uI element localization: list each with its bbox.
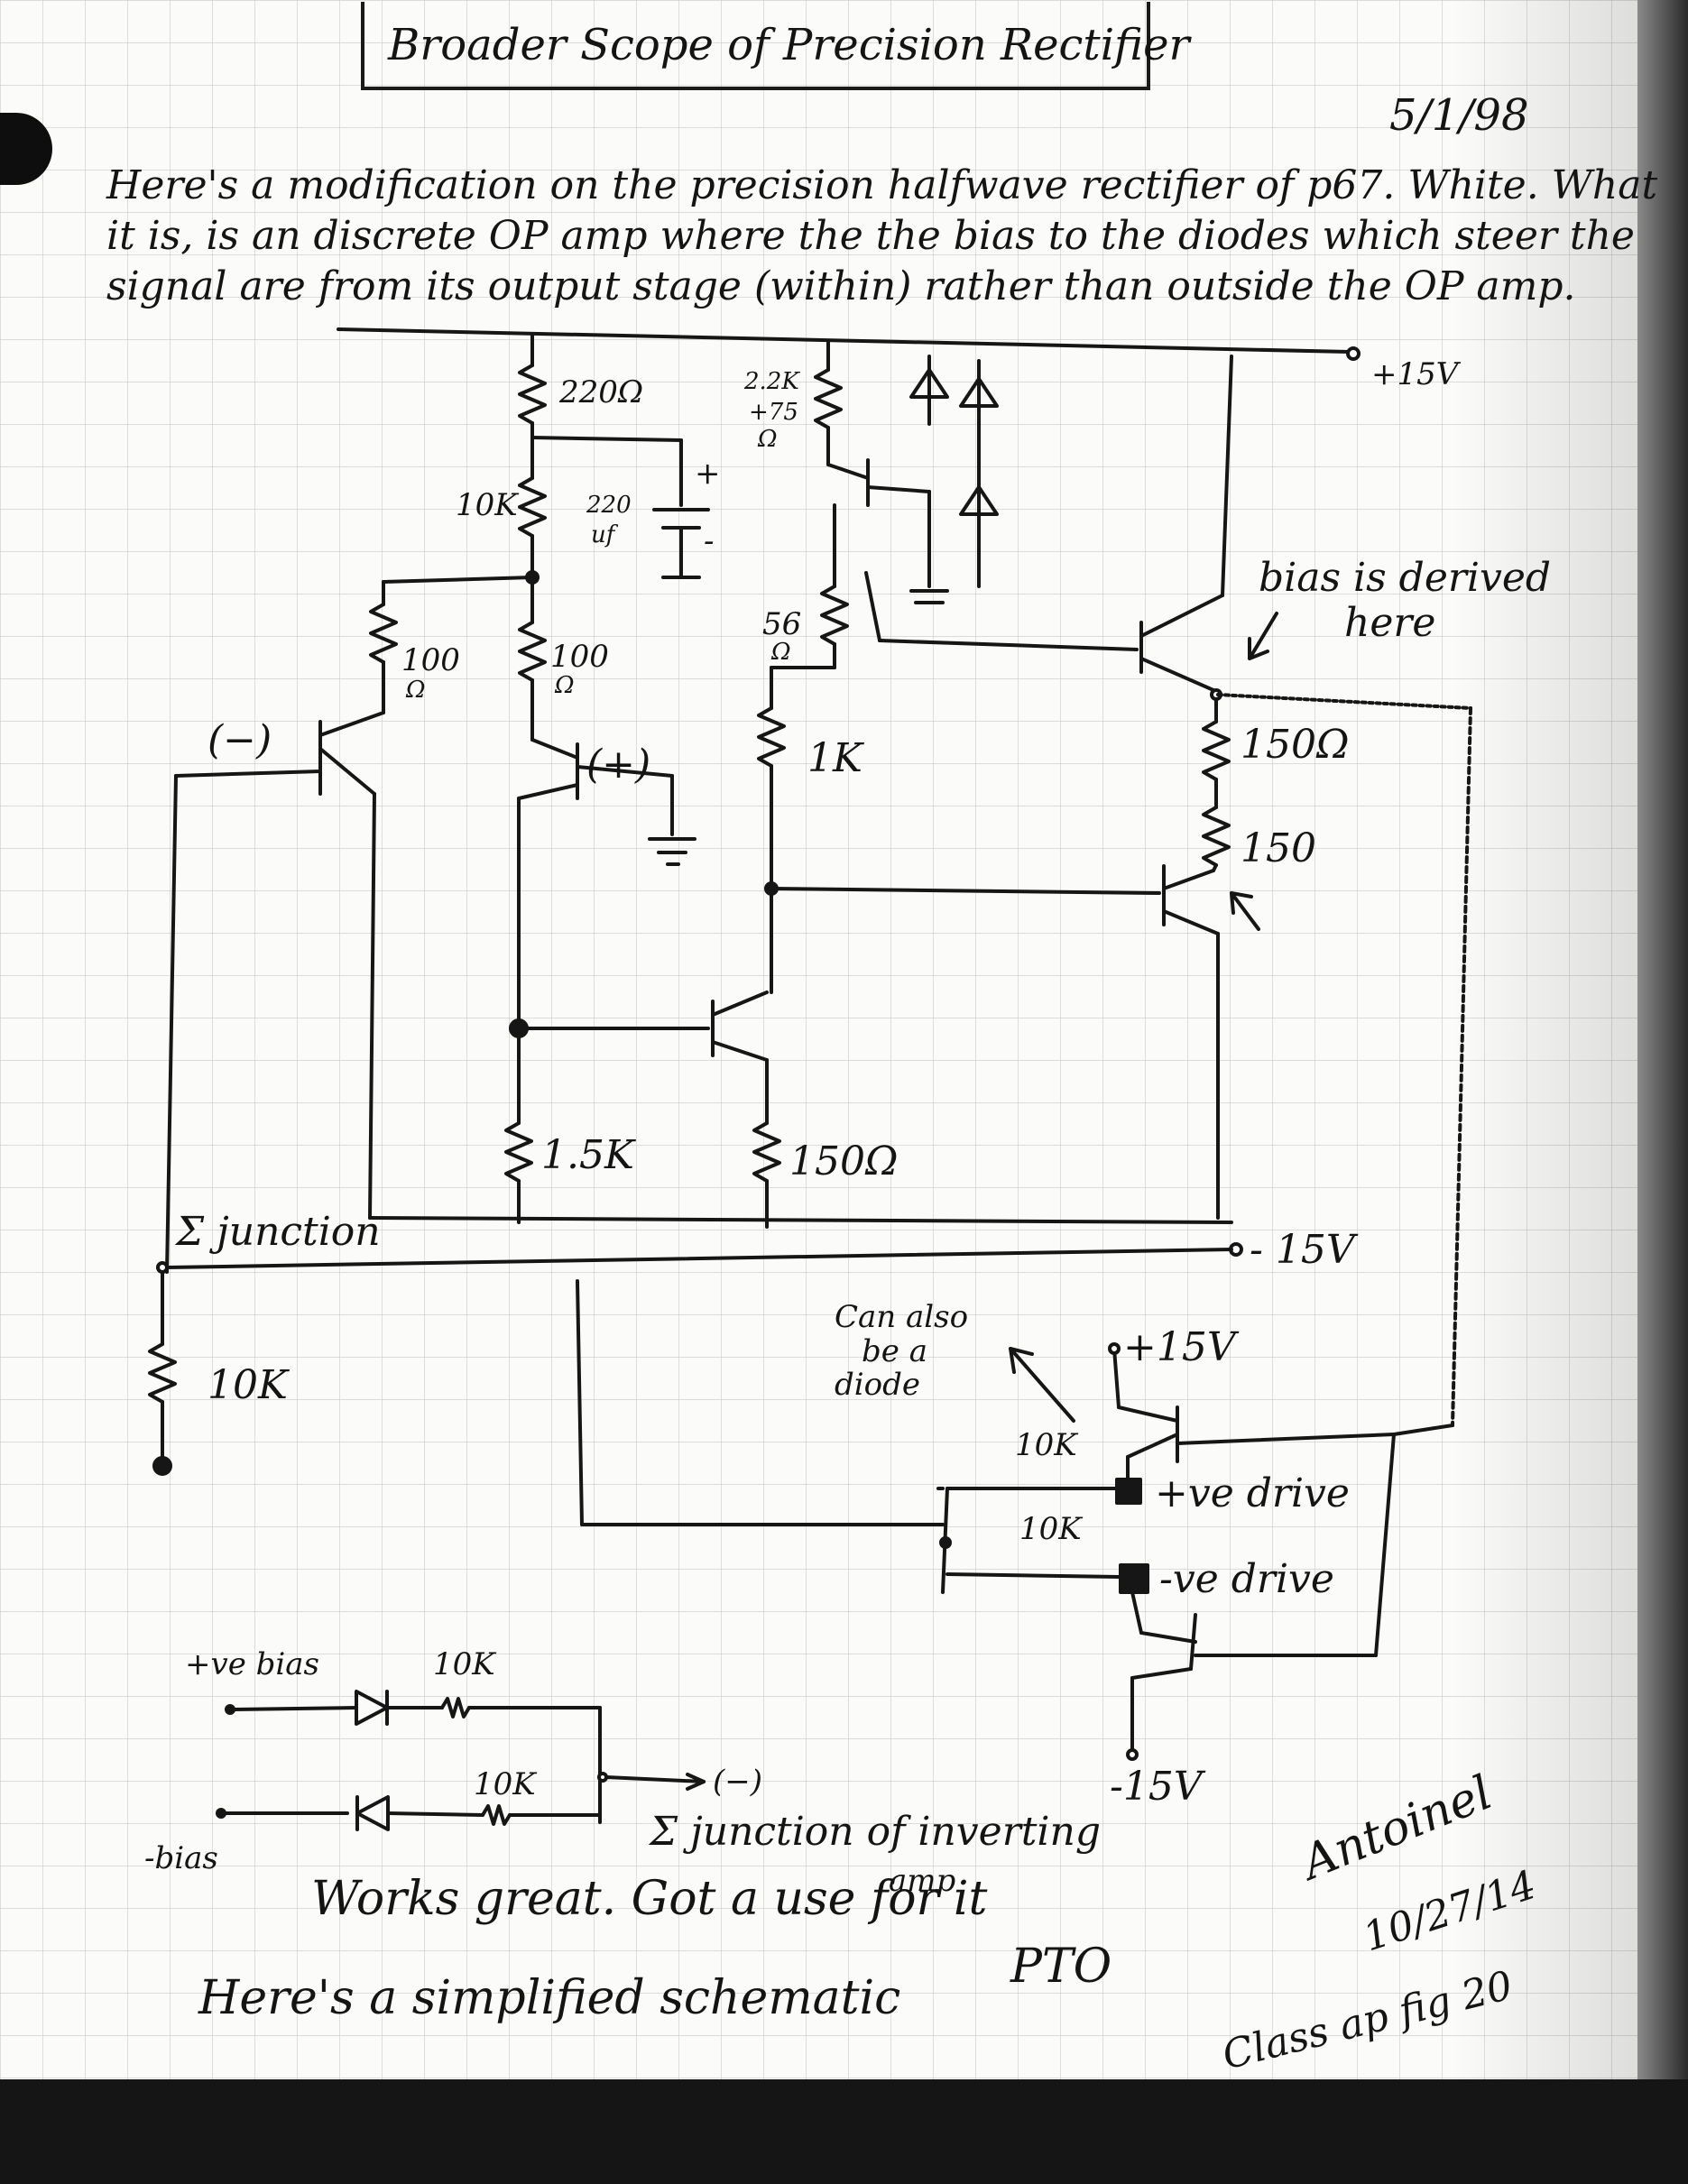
resistor-10k-d <box>481 1804 512 1826</box>
label-plus15-top: +15V <box>1371 356 1459 392</box>
label-minus15-mid: - 15V <box>1250 1227 1355 1273</box>
label-r-150ohm-b: 150Ω <box>789 1138 899 1184</box>
resistor-150 <box>1202 806 1231 867</box>
label-r-1k5: 1.5K <box>541 1132 634 1178</box>
label-minus-sign: - <box>704 523 715 559</box>
label-noninv-input: (+) <box>586 742 651 788</box>
label-r-10k-d: 10K <box>474 1766 536 1802</box>
label-r-2k2: 2.2K <box>744 368 799 395</box>
note-works: Works great. Got a use for it <box>311 1872 988 1926</box>
label-r-220: 220Ω <box>559 374 644 410</box>
intro-line-2: it is, is an discrete OP amp where the t… <box>106 213 1635 259</box>
drive-node-pos <box>1115 1478 1142 1505</box>
resistor-2k2 <box>814 368 843 429</box>
label-ve-drive-pos: +ve drive <box>1155 1470 1350 1516</box>
label-to-inv: (−) <box>713 1764 763 1800</box>
title-box <box>361 2 1150 90</box>
label-r-100a-unit: Ω <box>406 677 426 704</box>
label-r-150ohm: 150Ω <box>1241 722 1350 768</box>
label-sum-junction-inv: Σ junction of inverting <box>650 1809 1101 1855</box>
label-r-56-unit: Ω <box>771 639 791 666</box>
input-terminal <box>152 1456 172 1476</box>
label-cap-unit: uf <box>591 521 615 548</box>
page-title: Broader Scope of Precision Rectifier <box>388 20 1190 70</box>
label-r-10k-c: 10K <box>433 1646 495 1682</box>
resistor-150ohm-b <box>752 1121 781 1183</box>
diode-pos <box>355 1690 389 1726</box>
label-plus15-low: +15V <box>1123 1324 1236 1370</box>
label-r-150: 150 <box>1241 825 1316 871</box>
resistor-1k5 <box>504 1121 533 1183</box>
label-inv-input: (−) <box>208 717 272 763</box>
bias-arrow <box>1248 612 1278 660</box>
scan-edge-bottom <box>0 2079 1688 2184</box>
label-r-56: 56 <box>762 606 802 642</box>
label-sum-junction-inv-2: amp <box>889 1863 956 1899</box>
label-can-also: Can also <box>835 1299 969 1335</box>
label-sum-junction: Σ junction <box>176 1209 381 1255</box>
intro-line-3: signal are from its output stage (within… <box>106 263 1576 309</box>
resistor-1k <box>757 706 786 768</box>
resistor-100a <box>369 603 398 664</box>
resistor-100b <box>518 621 547 682</box>
label-r-10k-b: 10K <box>1019 1511 1082 1547</box>
label-bias-note-2: here <box>1344 600 1436 646</box>
transistor-drive-neg <box>1189 1613 1197 1671</box>
label-bias-note: bias is derived <box>1259 555 1552 601</box>
zener-diode-3 <box>959 485 999 516</box>
scan-edge-right <box>1637 0 1688 2184</box>
label-r-100a: 100 <box>401 642 460 678</box>
resistor-150ohm <box>1202 720 1231 781</box>
label-ve-drive-neg: -ve drive <box>1159 1556 1334 1602</box>
label-r-2k2c: Ω <box>758 426 778 453</box>
zener-diode-2 <box>959 377 999 408</box>
label-plus-sign: + <box>695 456 721 492</box>
resistor-10k-input <box>148 1342 177 1404</box>
label-pos-bias: +ve bias <box>185 1646 319 1682</box>
terminal-minus15-low <box>1126 1748 1139 1761</box>
zener-diode-1 <box>909 368 949 399</box>
label-r-10k-input: 10K <box>208 1362 288 1408</box>
label-r-10k-a: 10K <box>1015 1427 1077 1463</box>
resistor-10k-top <box>518 476 547 538</box>
note-simplified: Here's a simplified schematic <box>198 1971 901 2025</box>
note-pto: PTO <box>1010 1940 1112 1994</box>
resistor-220 <box>518 364 547 425</box>
label-neg-bias: -bias <box>144 1840 218 1876</box>
resistor-56 <box>820 585 849 646</box>
label-can-also-2: be a <box>862 1333 927 1369</box>
scan-shadow <box>1453 0 1642 2184</box>
label-r-2k2b: +75 <box>749 399 798 426</box>
label-r-100b-unit: Ω <box>555 672 575 699</box>
terminal-plus15-top <box>1346 346 1361 361</box>
label-cap: 220 <box>586 492 632 519</box>
label-r-100b: 100 <box>550 639 609 675</box>
terminal-plus15-low <box>1108 1342 1121 1355</box>
rail-minus15-mid <box>368 1216 1233 1224</box>
label-can-also-3: diode <box>835 1367 920 1403</box>
diode-neg <box>355 1795 390 1831</box>
label-r-10k-top: 10K <box>456 487 518 523</box>
resistor-10k-c <box>440 1697 471 1719</box>
intro-line-1: Here's a modification on the precision h… <box>106 162 1658 208</box>
label-minus15-low: -15V <box>1110 1764 1203 1810</box>
drive-node-neg <box>1119 1563 1149 1594</box>
page-date: 5/1/98 <box>1389 90 1529 141</box>
label-r-1k: 1K <box>807 735 862 781</box>
rail-plus15 <box>337 327 1351 354</box>
